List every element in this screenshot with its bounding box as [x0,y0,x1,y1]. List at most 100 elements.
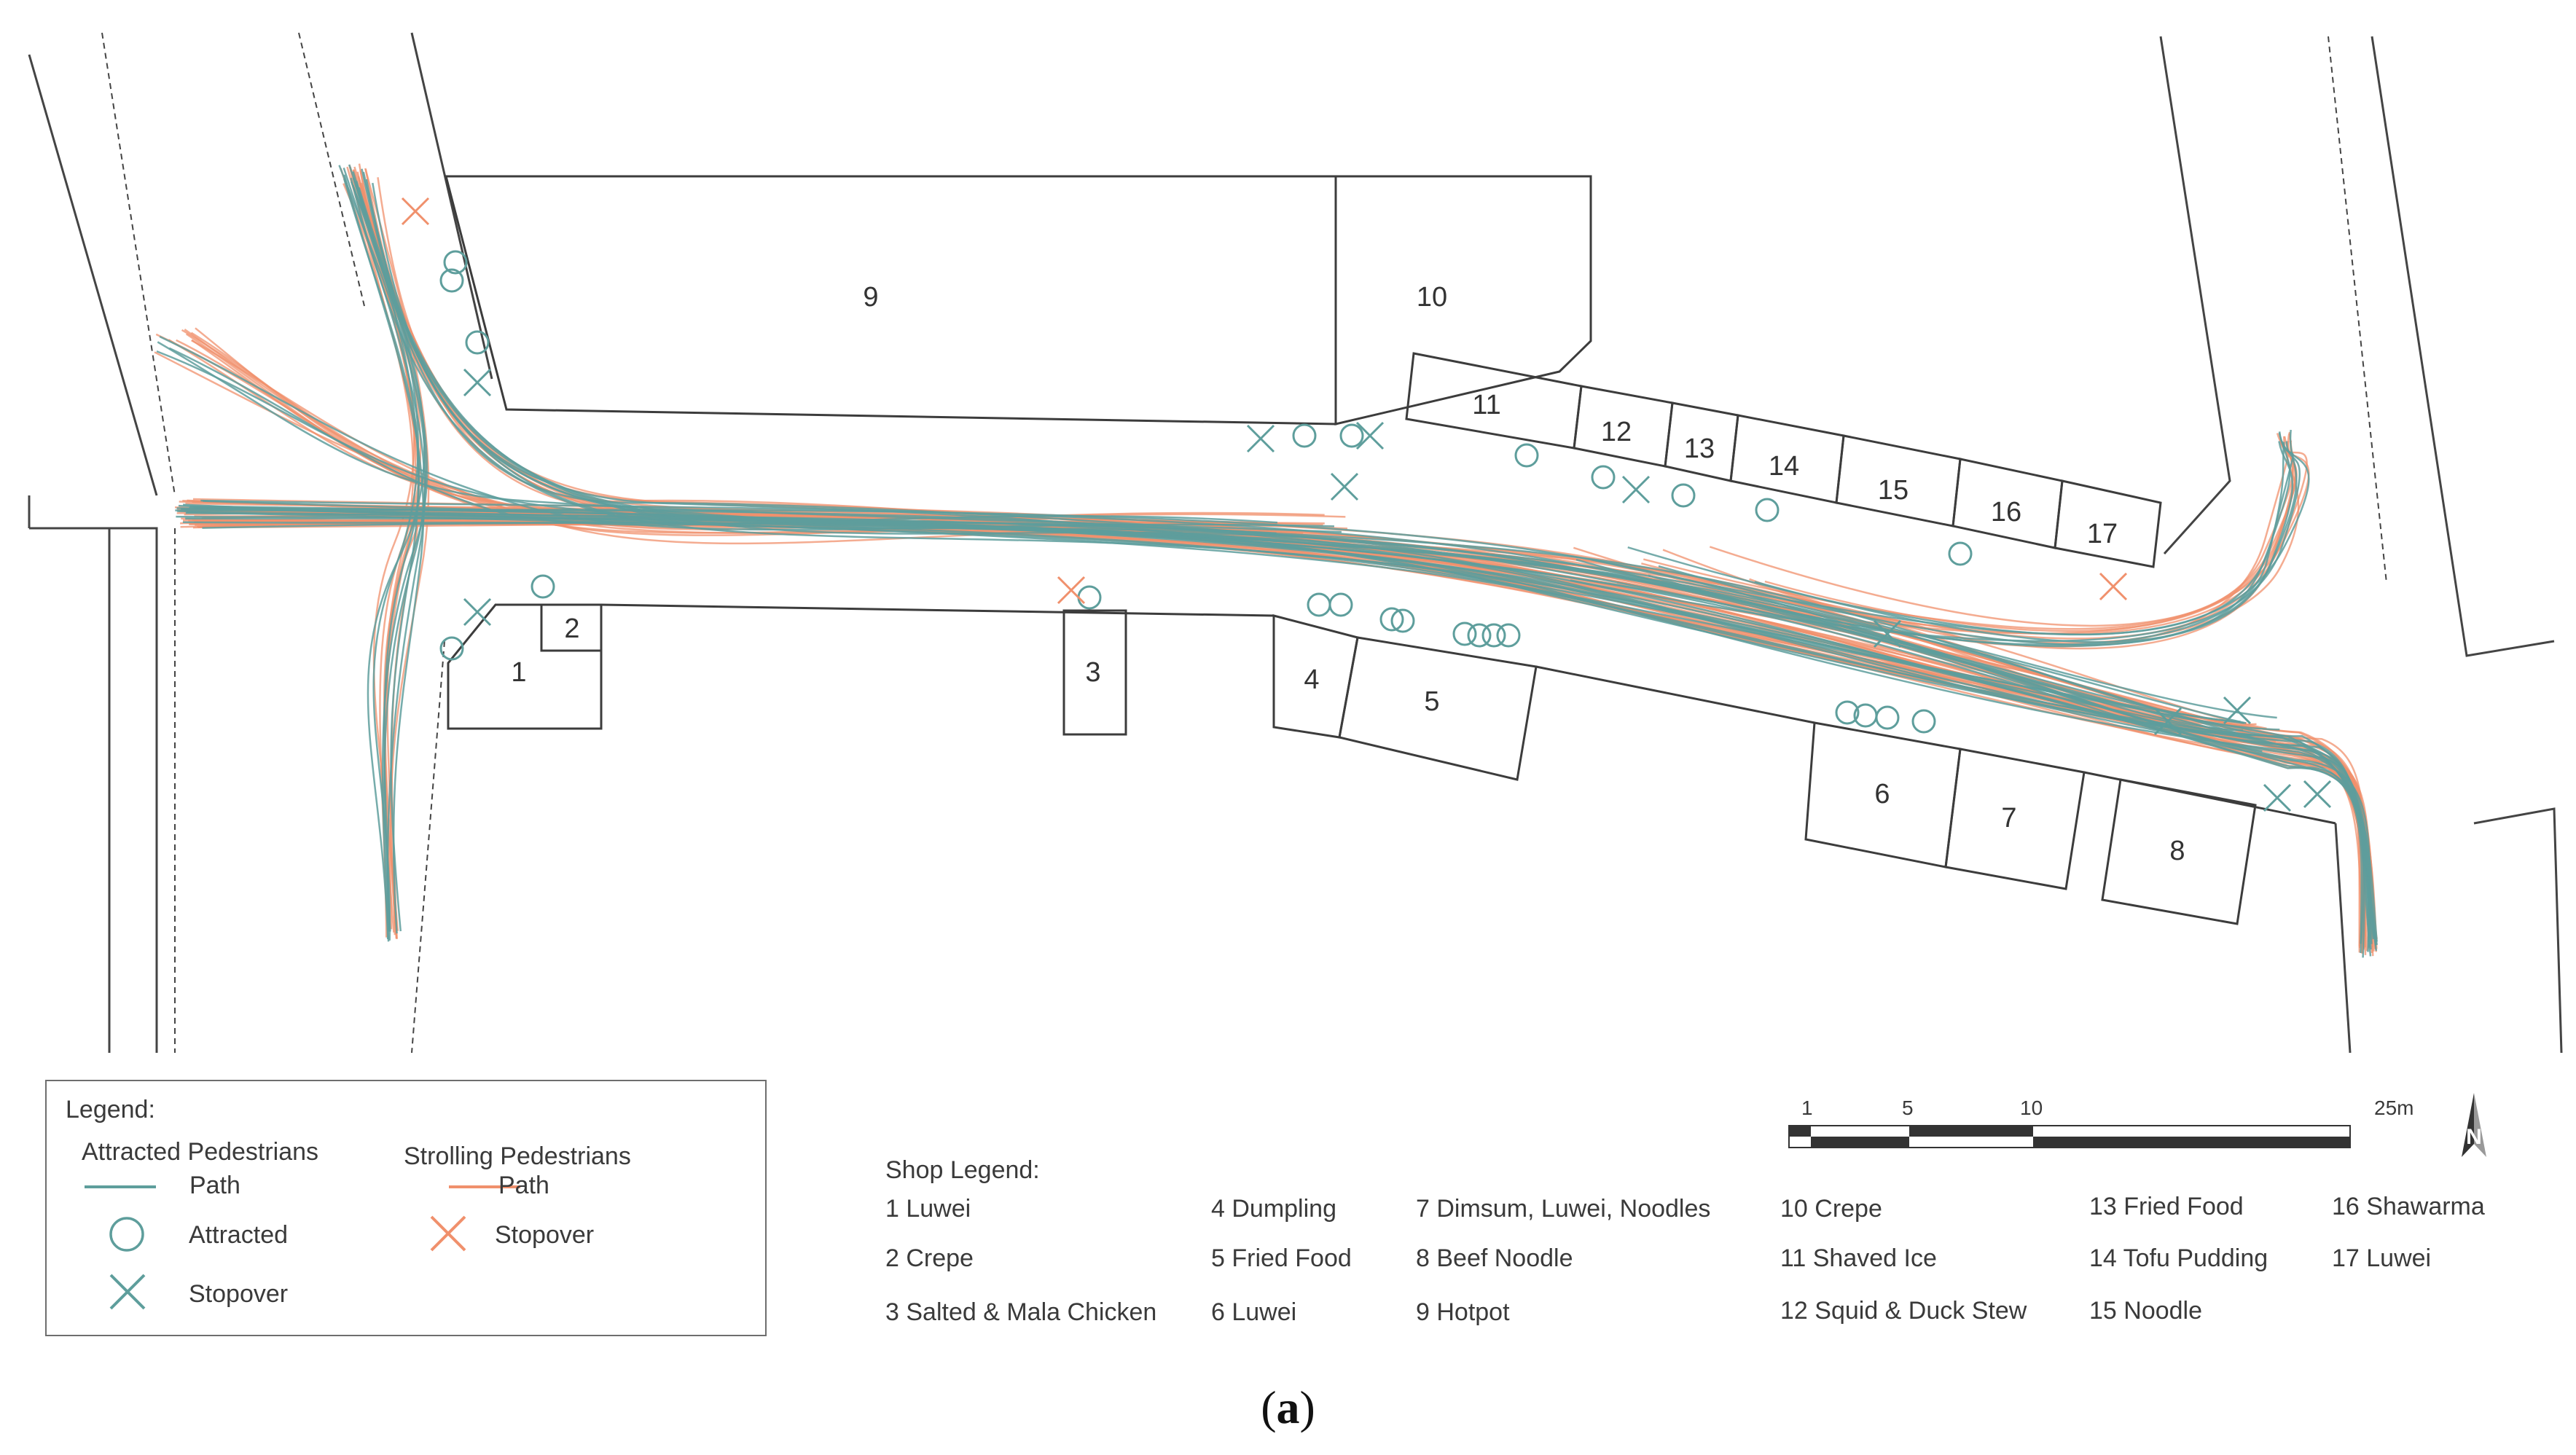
shop-label-4: 4 [1304,664,1319,695]
attracted-path [350,181,420,941]
attracted-marker [1077,585,1102,610]
caption-open-paren: ( [1261,1381,1277,1433]
strolling-path [176,339,1325,525]
shop-label-13: 13 [1684,434,1715,464]
pedestrian-markers [401,197,2332,812]
strolling-path [200,510,2374,938]
attracted-stopover-marker [1873,619,1902,648]
attracted-stopover-marker [2263,783,2292,812]
attracted-marker [443,250,468,275]
strolling-path [195,327,1323,526]
strolling-path [184,329,1325,530]
legend-box: Legend: Attracted Pedestrians Strolling … [45,1080,767,1336]
shop-legend-item: 4 Dumpling [1211,1195,1336,1223]
strolling-path [202,514,2374,947]
strolling-stopover-marker [1057,576,1086,605]
strolling-path [192,501,2377,949]
attracted-path [1754,429,2298,643]
shop-number-labels: 9 10 11 12 13 14 15 16 17 1 2 3 4 5 6 7 … [511,282,2185,866]
strolling-path [184,511,2377,950]
shop-label-8: 8 [2169,836,2185,866]
shop-legend-item: 2 Crepe [885,1244,974,1272]
strolling-pedestrian-paths [154,163,2378,957]
attracted-path [1575,441,2294,648]
strolling-path [197,522,2365,954]
attracted-path [352,184,2277,719]
shop-legend-item: 17 Luwei [2332,1244,2432,1272]
attracted-marker [1390,608,1415,633]
shop-label-2: 2 [564,613,579,644]
strolling-path [189,522,2377,946]
attracted-marker [1911,709,1936,734]
strolling-path [359,183,2247,724]
strolling-path [179,501,2368,942]
attracted-marker [1292,423,1317,448]
shop-legend-title: Shop Legend: [885,1156,1040,1184]
shop-label-9: 9 [863,282,878,313]
shop-outlines [445,175,2336,925]
shop-7-outline [1944,748,2086,890]
attracted-path [342,167,426,942]
attracted-marker [1948,541,1973,566]
attracted-marker [439,636,464,661]
strolling-path [154,351,1277,525]
attracted-stopover-label: Stopover [189,1280,289,1308]
attracted-path [189,505,2375,940]
attracted-path [175,509,2372,950]
shop-legend-item: 8 Beef Noodle [1416,1244,1573,1272]
attracted-path [356,181,2280,731]
strolling-path [174,506,2373,953]
attracted-path-label: Path [189,1172,240,1199]
attracted-marker [1591,465,1616,490]
shop-legend-item: 1 Luwei [885,1195,971,1223]
attracted-marker [1514,443,1539,468]
shop-2-outline [540,603,603,652]
shop-label-12: 12 [1601,417,1632,447]
attracted-path [355,185,2241,723]
attracted-stopover-marker [463,368,492,397]
attracted-marker [1481,623,1506,648]
shop-5-outline [1338,636,1538,781]
legend-title: Legend: [66,1096,155,1123]
shop-legend-item: 10 Crepe [1780,1195,1882,1223]
shop-label-11: 11 [1472,390,1500,420]
shop-3-outline [1062,609,1127,736]
shop-legend-item: 12 Squid & Duck Stew [1780,1297,2027,1325]
attracted-marker [1755,498,1780,522]
strolling-path [349,166,2267,730]
attracted-marker [1379,607,1404,632]
caption-letter: a [1276,1381,1300,1433]
shop-label-10: 10 [1417,282,1447,313]
attracted-marker [531,574,555,599]
shop-legend-item: 9 Hotpot [1416,1298,1510,1326]
attracted-path [176,515,2372,957]
attracted-stopover-marker [2223,696,2252,725]
strolling-path [182,500,2362,944]
shop-17-outline [2054,479,2162,568]
scale-tick-label: 5 [1902,1097,1914,1119]
shop-label-6: 6 [1874,779,1890,809]
svg-text:N: N [2466,1125,2482,1149]
shop-label-7: 7 [2001,803,2016,834]
scale-tick-label: 1 [1801,1097,1813,1119]
strolling-path [194,514,2378,939]
strolling-path [192,498,2378,952]
attracted-stopover-marker [463,597,492,627]
strolling-path [187,499,2365,942]
shop-label-1: 1 [511,657,526,688]
attracted-stopover-marker [1330,472,1359,501]
strolling-path [201,512,2373,938]
attracted-path [157,341,1342,533]
attracted-path [1627,431,2310,636]
attracted-marker [1307,592,1331,617]
strolling-path [192,507,2366,939]
shop-label-14: 14 [1769,451,1799,482]
strolling-path [181,329,1346,529]
figure-caption: (a) [0,1381,2576,1435]
attracted-path [200,499,2378,952]
attracted-marker [1452,621,1477,646]
shop-legend-item: 14 Tofu Pudding [2089,1244,2268,1272]
scale-tick-label: 10 [2020,1097,2043,1119]
strolling-path-label: Path [498,1172,549,1199]
